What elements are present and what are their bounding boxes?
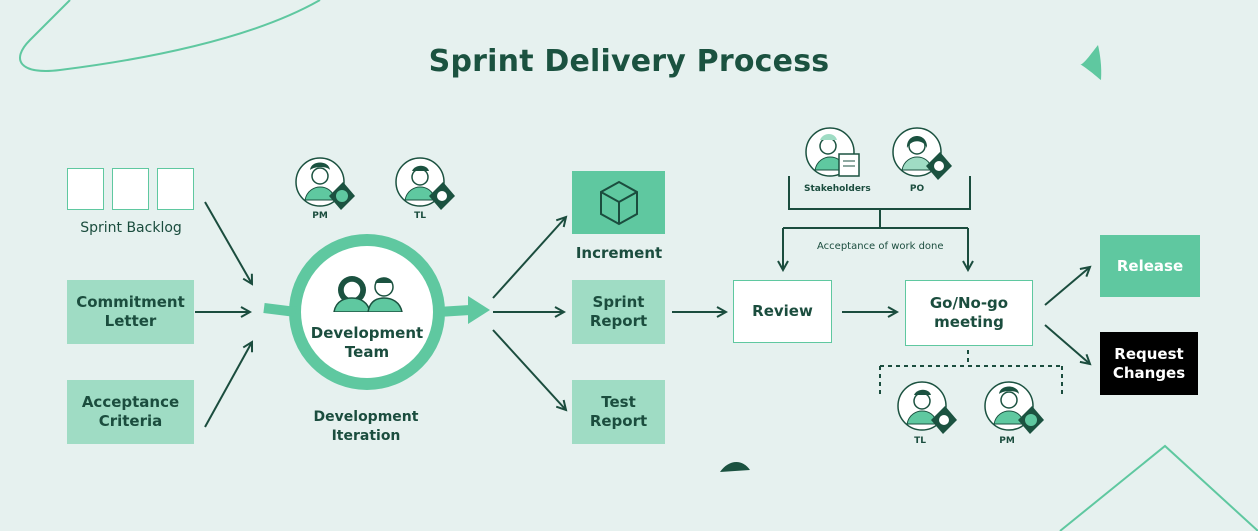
backlog-card-1	[67, 168, 104, 210]
page-title: Sprint Delivery Process	[428, 44, 830, 79]
decor-leaf-top-right	[1080, 45, 1102, 80]
release-node: Release	[1100, 235, 1200, 297]
commitment-letter-node: Commitment Letter	[67, 280, 194, 344]
pm-bottom-avatar-icon	[984, 381, 1044, 434]
test-report-node: Test Report	[572, 380, 665, 444]
review-node: Review	[733, 280, 832, 343]
arrow-backlog-to-team	[204, 201, 252, 284]
arrow-gonogo-to-release	[1044, 267, 1090, 306]
increment-label: Increment	[575, 244, 663, 262]
po-label: PO	[909, 184, 925, 194]
request-changes-node: Request Changes	[1100, 332, 1198, 395]
ring-out-arrowhead	[468, 296, 490, 324]
stakeholders-avatar-icon	[805, 127, 860, 177]
decor-leaf-bottom	[720, 461, 750, 472]
arrow-team-to-increment	[492, 217, 566, 299]
sprint-backlog-label: Sprint Backlog	[80, 220, 182, 236]
arrow-team-to-test-report	[492, 329, 566, 410]
go-no-go-node: Go/No-go meeting	[905, 280, 1033, 346]
arrow-gonogo-to-changes	[1044, 324, 1090, 364]
cube-icon	[599, 180, 638, 225]
development-iteration-label: Development Iteration	[313, 409, 419, 444]
stakeholders-label: Stakeholders	[804, 184, 871, 194]
dotted-bracket	[879, 350, 1063, 398]
pm-bottom-label: PM	[999, 436, 1015, 446]
development-team-label: Development Team	[310, 324, 424, 361]
arrow-criteria-to-team	[204, 342, 252, 428]
tl-bottom-label: TL	[914, 436, 926, 446]
acceptance-edge-label: Acceptance of work done	[817, 241, 944, 252]
pm-top-label: PM	[312, 211, 328, 221]
ring-in-flow	[263, 303, 297, 317]
decor-triangle-bottom-right	[1059, 444, 1258, 531]
sprint-report-node: Sprint Report	[572, 280, 665, 344]
pm-avatar-icon	[295, 157, 355, 210]
acceptance-criteria-node: Acceptance Criteria	[67, 380, 194, 444]
tl-avatar-icon	[395, 157, 455, 210]
increment-node	[572, 171, 665, 234]
ring-out-flow	[437, 305, 471, 317]
tl-bottom-avatar-icon	[897, 381, 957, 434]
backlog-card-2	[112, 168, 149, 210]
team-people-icon	[333, 276, 403, 312]
decor-arc-top-left	[19, 0, 321, 72]
po-avatar-icon	[892, 127, 952, 180]
tl-top-label: TL	[414, 211, 426, 221]
backlog-card-3	[157, 168, 194, 210]
